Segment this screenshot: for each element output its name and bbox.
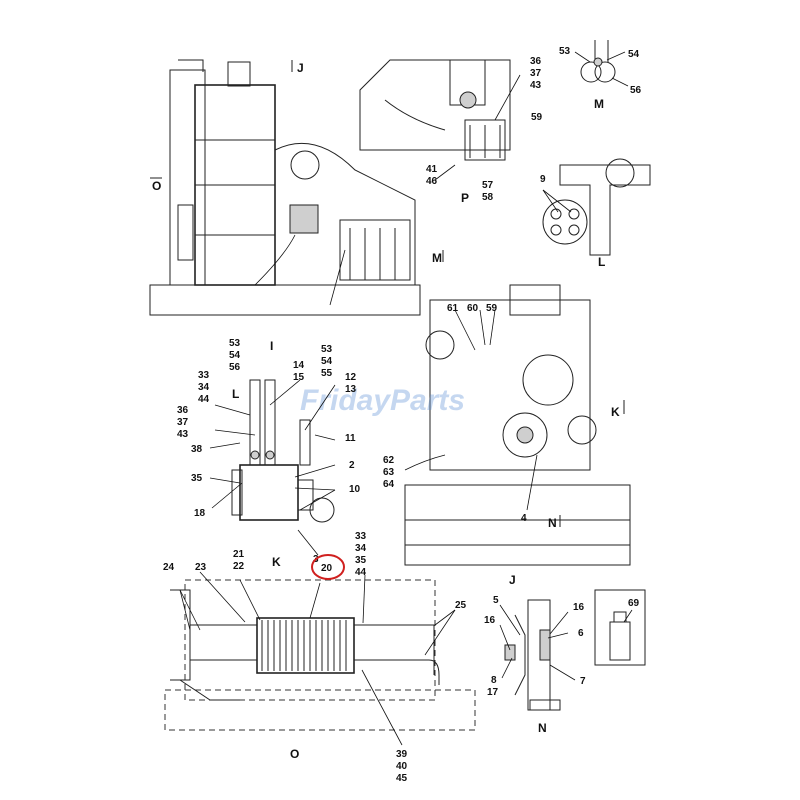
callout-6: 6 bbox=[578, 628, 584, 639]
callout-15: 15 bbox=[293, 372, 305, 383]
callout-8: 8 bbox=[491, 675, 497, 686]
callout-11: 11 bbox=[345, 433, 356, 444]
highlighted-callout-20[interactable]: 20 bbox=[311, 554, 345, 580]
callout-69: 69 bbox=[628, 598, 640, 609]
callout-16: 16 bbox=[484, 615, 496, 626]
callout-40: 40 bbox=[396, 761, 408, 772]
condenser-view-o bbox=[164, 571, 476, 746]
callout-12: 12 bbox=[345, 372, 357, 383]
callout-63: 63 bbox=[383, 467, 395, 478]
view-ref-k: K bbox=[611, 405, 620, 419]
callout-59: 59 bbox=[486, 303, 498, 314]
callout-54: 54 bbox=[229, 350, 241, 361]
callout-22: 22 bbox=[233, 561, 245, 572]
callout-46: 46 bbox=[426, 176, 438, 187]
callout-35: 35 bbox=[355, 555, 367, 566]
callout-54: 54 bbox=[628, 49, 640, 60]
callout-17: 17 bbox=[487, 687, 499, 698]
callout-36: 36 bbox=[530, 56, 542, 67]
callout-44: 44 bbox=[198, 394, 210, 405]
callout-56: 56 bbox=[229, 362, 241, 373]
view-label-k: K bbox=[272, 555, 281, 569]
callout-56: 56 bbox=[630, 85, 642, 96]
callout-57: 57 bbox=[482, 180, 494, 191]
view-label-l: L bbox=[598, 255, 605, 269]
callout-39: 39 bbox=[396, 749, 408, 760]
callout-25: 25 bbox=[455, 600, 467, 611]
view-ref-n: N bbox=[548, 516, 557, 530]
callout-23: 23 bbox=[195, 562, 207, 573]
callout-5: 5 bbox=[493, 595, 499, 606]
callout-34: 34 bbox=[198, 382, 210, 393]
callout-44: 44 bbox=[355, 567, 367, 578]
callout-37: 37 bbox=[530, 68, 542, 79]
callout-10: 10 bbox=[349, 484, 361, 495]
callout-45: 45 bbox=[396, 773, 408, 784]
callout-61: 61 bbox=[447, 303, 459, 314]
view-label-j: J bbox=[509, 573, 516, 587]
engine-assembly-view-i bbox=[149, 59, 421, 316]
callout-4: 4 bbox=[521, 513, 527, 524]
callout-21: 21 bbox=[233, 549, 245, 560]
callout-38: 38 bbox=[191, 444, 203, 455]
callout-18: 18 bbox=[194, 508, 206, 519]
callout-41: 41 bbox=[426, 164, 438, 175]
callout-43: 43 bbox=[530, 80, 542, 91]
view-label-i: I bbox=[270, 339, 273, 353]
callout-35: 35 bbox=[191, 473, 203, 484]
view-ref-m: M bbox=[432, 251, 442, 265]
view-label-p: P bbox=[461, 191, 469, 205]
view-label-n: N bbox=[538, 721, 547, 735]
callout-20: 20 bbox=[321, 563, 333, 574]
callout-2: 2 bbox=[349, 460, 355, 471]
callout-16: 16 bbox=[573, 602, 585, 613]
callout-7: 7 bbox=[580, 676, 586, 687]
view-ref-l: L bbox=[232, 387, 239, 401]
view-label-o: O bbox=[290, 747, 299, 761]
callout-53: 53 bbox=[229, 338, 241, 349]
view-label-m: M bbox=[594, 97, 604, 111]
callout-53: 53 bbox=[321, 344, 333, 355]
engine-front-view-j bbox=[404, 284, 631, 566]
callout-60: 60 bbox=[467, 303, 479, 314]
callout-36: 36 bbox=[177, 405, 189, 416]
view-ref-o: O bbox=[152, 179, 161, 193]
detail-view-l bbox=[542, 158, 651, 256]
callout-54: 54 bbox=[321, 356, 333, 367]
callout-58: 58 bbox=[482, 192, 494, 203]
compressor-view-k bbox=[209, 379, 336, 556]
detail-view-m bbox=[574, 40, 629, 87]
callout-14: 14 bbox=[293, 360, 305, 371]
highlight-circle bbox=[311, 554, 345, 580]
callout-13: 13 bbox=[345, 384, 357, 395]
callout-9: 9 bbox=[540, 174, 546, 185]
callout-24: 24 bbox=[163, 562, 175, 573]
view-ref-j: J bbox=[297, 61, 304, 75]
callout-43: 43 bbox=[177, 429, 189, 440]
callout-59: 59 bbox=[531, 112, 543, 123]
callout-33: 33 bbox=[355, 531, 367, 542]
watermark-logo: FridayParts bbox=[300, 384, 465, 417]
detail-view-p bbox=[359, 59, 521, 181]
callout-53: 53 bbox=[559, 46, 571, 57]
callout-37: 37 bbox=[177, 417, 189, 428]
callout-62: 62 bbox=[383, 455, 395, 466]
callout-64: 64 bbox=[383, 479, 395, 490]
part-69-box bbox=[594, 589, 646, 666]
callout-33: 33 bbox=[198, 370, 210, 381]
callout-55: 55 bbox=[321, 368, 333, 379]
callout-34: 34 bbox=[355, 543, 367, 554]
idler-view-n bbox=[499, 599, 576, 711]
